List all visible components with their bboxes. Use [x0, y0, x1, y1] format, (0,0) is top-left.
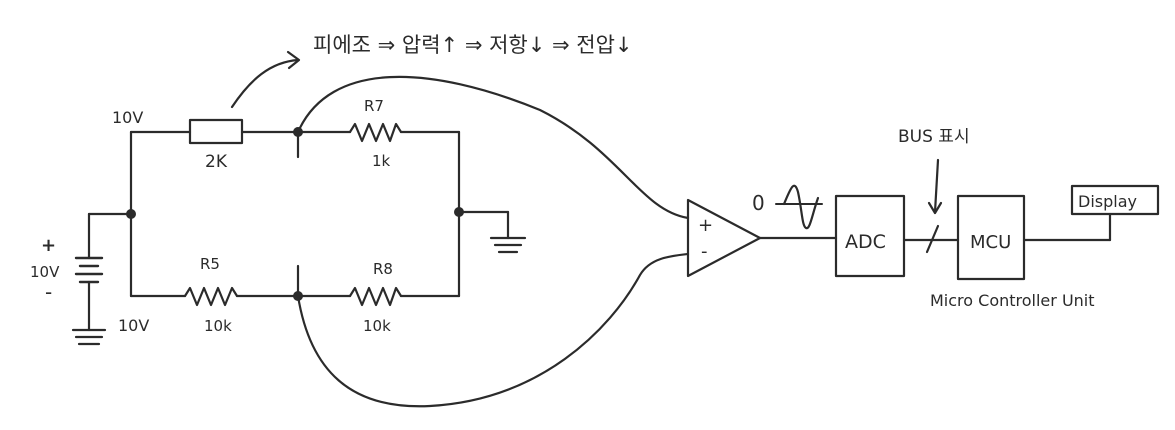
- op-amp: [686, 198, 762, 278]
- voltage-top-label: 10V: [112, 108, 143, 127]
- r8-value-label: 10k: [363, 317, 391, 335]
- r7-name-label: R7: [364, 97, 384, 115]
- sine-wave-icon: [782, 184, 820, 230]
- mcu-label: MCU: [970, 232, 1011, 253]
- adc-label: ADC: [845, 231, 886, 253]
- r5-name-label: R5: [200, 255, 220, 273]
- piezo-annotation: 피에조 ⇒ 압력↑ ⇒ 저항↓ ⇒ 전압↓: [313, 33, 633, 57]
- display-box: [1070, 184, 1160, 216]
- resistor-r5: [183, 286, 239, 307]
- r8-name-label: R8: [373, 260, 393, 278]
- battery-minus-label: -: [45, 280, 52, 304]
- piezo-resistor: [188, 118, 244, 145]
- resistor-r7: [348, 122, 403, 143]
- wire-to-opamp-plus: [296, 75, 690, 220]
- bus-arrowhead: [927, 201, 943, 215]
- opamp-minus-label: -: [701, 241, 708, 262]
- bus-arrow: [933, 158, 940, 214]
- bus-slash: [925, 224, 940, 254]
- battery-plus-label: +: [41, 235, 56, 256]
- annotation-arrow: [230, 58, 300, 109]
- wire-to-opamp-minus: [296, 252, 690, 408]
- battery-voltage-label: 10V: [30, 263, 60, 281]
- zero-label: 0: [752, 191, 765, 215]
- r7-value-label: 1k: [372, 152, 391, 170]
- mcu-caption: Micro Controller Unit: [930, 291, 1095, 310]
- opamp-plus-label: +: [698, 215, 713, 236]
- mcu-box: [956, 194, 1026, 281]
- bus-annotation: BUS 표시: [898, 127, 970, 147]
- voltage-bottom-label: 10V: [118, 316, 149, 335]
- annotation-arrowhead: [286, 50, 301, 70]
- resistor-r8: [348, 286, 403, 307]
- piezo-value-label: 2K: [205, 152, 228, 172]
- adc-box: [834, 194, 906, 278]
- display-label: Display: [1078, 192, 1137, 211]
- r5-value-label: 10k: [204, 317, 232, 335]
